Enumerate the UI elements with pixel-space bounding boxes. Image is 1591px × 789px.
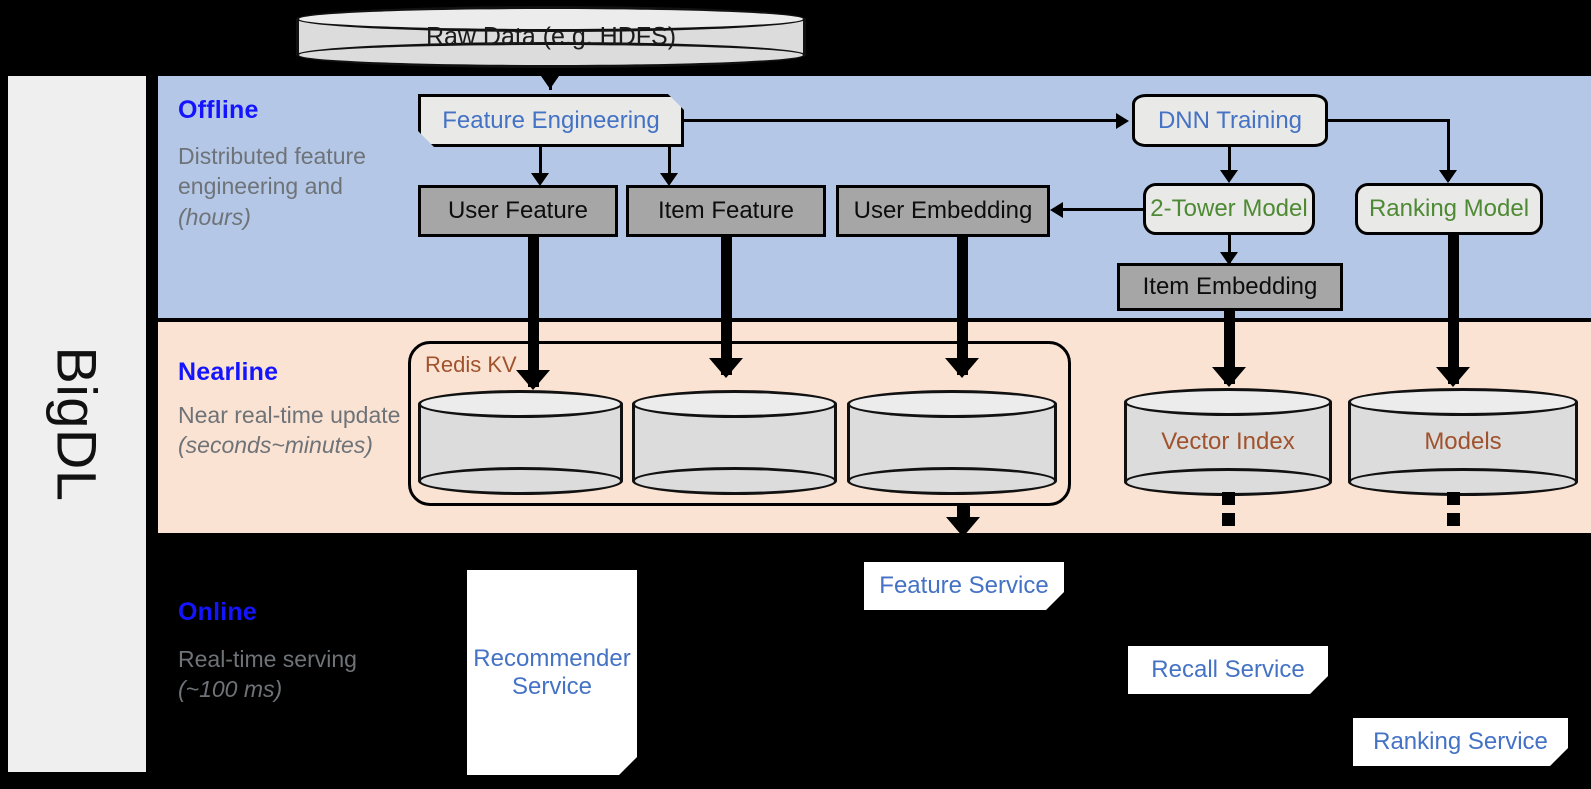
pipe-userfeature-to-store: [528, 237, 539, 387]
arrowhead-itemfeature-to-store: [709, 358, 743, 378]
vector-index-cylinder[interactable]: Vector Index: [1124, 388, 1332, 496]
pipe-rankingmodel-to-models: [1448, 235, 1459, 384]
recall-service-label: Recall Service: [1151, 656, 1305, 683]
user-feature-store-cylinder[interactable]: [418, 390, 623, 495]
dnn-training-label: DNN Training: [1157, 106, 1303, 134]
page-fold-icon: [1550, 748, 1568, 766]
user-embedding-label: User Embedding: [853, 197, 1033, 224]
arrowhead-userembedding-to-store: [945, 358, 979, 378]
bigdl-label: BigDL: [45, 346, 109, 502]
feature-service-node[interactable]: Feature Service: [864, 562, 1064, 610]
feature-engineering-node[interactable]: Feature Engineering: [418, 94, 684, 147]
raw-data-label: Raw Data (e.g. HDFS): [425, 22, 677, 51]
page-fold-icon: [1310, 676, 1328, 694]
item-embedding-label: Item Embedding: [1142, 273, 1318, 300]
connector-fe-to-dnn: [684, 119, 1116, 122]
connector-twotower-to-itemembedding: [1228, 235, 1231, 263]
cylinder-top: [418, 390, 623, 418]
ranking-model-node[interactable]: Ranking Model: [1355, 183, 1543, 235]
item-feature-label: Item Feature: [657, 197, 795, 224]
user-embedding-store-cylinder[interactable]: [847, 390, 1057, 495]
cylinder-top: [1348, 388, 1578, 416]
page-fold-icon: [619, 757, 637, 775]
raw-data-cylinder: Raw Data (e.g. HDFS): [296, 6, 806, 68]
cylinder-top: [296, 6, 806, 32]
item-embedding-node[interactable]: Item Embedding: [1117, 263, 1343, 311]
vector-index-label: Vector Index: [1161, 428, 1295, 455]
cylinder-bottom: [296, 42, 806, 68]
two-tower-model-node[interactable]: 2-Tower Model: [1143, 183, 1315, 235]
user-feature-label: User Feature: [447, 197, 589, 224]
stub-redis-to-featureservice: [957, 504, 970, 517]
connector-dnn-to-ranking-v: [1447, 119, 1450, 181]
cylinder-top: [1124, 388, 1332, 416]
online-subtitle-text: Real-time serving: [178, 646, 357, 672]
two-tower-model-label: 2-Tower Model: [1150, 195, 1308, 222]
offline-subtitle-text: Distributed feature engineering and: [178, 143, 366, 200]
arrowhead-fe-to-userfeature: [531, 173, 549, 186]
cylinder-bottom: [847, 467, 1057, 495]
arrowhead-twotower-to-itemembedding: [1220, 252, 1238, 265]
dashed-stub-vectorindex-2: [1222, 513, 1235, 526]
connector-twotower-to-userembedding: [1063, 208, 1145, 211]
online-band-subtitle: Real-time serving (~100 ms): [178, 644, 413, 705]
dnn-training-node[interactable]: DNN Training: [1132, 94, 1328, 147]
cylinder-bottom: [632, 467, 837, 495]
ranking-model-label: Ranking Model: [1368, 195, 1530, 222]
arrowhead-fe-to-dnn: [1116, 113, 1129, 129]
offline-subtitle-emphasis: (hours): [178, 203, 251, 230]
cylinder-top: [847, 390, 1057, 418]
arrowhead-redis-to-featureservice: [946, 517, 980, 537]
redis-kv-label: Redis KV: [425, 352, 517, 377]
connector-fe-to-userfeature: [539, 147, 542, 181]
item-feature-store-cylinder[interactable]: [632, 390, 837, 495]
feature-engineering-label: Feature Engineering: [442, 106, 660, 134]
ranking-service-node[interactable]: Ranking Service: [1353, 718, 1568, 766]
pipe-userembedding-to-store: [957, 237, 968, 375]
arrowhead-itemembedding-to-vectorindex: [1212, 367, 1246, 387]
redis-kv-container: [408, 341, 1071, 506]
arrowhead-rawdata-to-fe: [541, 76, 559, 89]
nearline-subtitle-emphasis: (seconds~minutes): [178, 432, 373, 459]
arrowhead-dnn-to-twotower: [1220, 170, 1238, 183]
nearline-band-subtitle: Near real-time update (seconds~minutes): [178, 400, 418, 461]
connector-dnn-to-ranking-h: [1328, 119, 1450, 122]
nearline-subtitle-text: Near real-time update: [178, 402, 401, 428]
arrowhead-rankingmodel-to-models: [1436, 367, 1470, 387]
online-band-title: Online: [178, 598, 257, 626]
arrowhead-twotower-to-userembedding: [1050, 202, 1063, 218]
user-embedding-node[interactable]: User Embedding: [836, 185, 1050, 237]
pipe-itemfeature-to-store: [721, 237, 732, 375]
dashed-stub-models-1: [1447, 492, 1460, 505]
arrowhead-userfeature-to-store: [516, 370, 550, 390]
cylinder-top: [632, 390, 837, 418]
recall-service-node[interactable]: Recall Service: [1128, 646, 1328, 694]
arrowhead-fe-to-itemfeature: [660, 173, 678, 186]
feature-service-label: Feature Service: [879, 572, 1049, 599]
dashed-stub-vectorindex-1: [1222, 492, 1235, 505]
cylinder-bottom: [418, 467, 623, 495]
bigdl-rail: BigDL: [8, 76, 146, 772]
offline-band-title: Offline: [178, 96, 259, 124]
online-subtitle-emphasis: (~100 ms): [178, 676, 283, 703]
recommender-service-label: Recommender Service: [473, 644, 631, 700]
connector-fe-to-itemfeature: [668, 147, 671, 181]
ranking-service-label: Ranking Service: [1373, 728, 1548, 755]
arrowhead-dnn-to-ranking: [1439, 170, 1457, 183]
item-feature-node[interactable]: Item Feature: [626, 185, 826, 237]
recommender-service-node[interactable]: Recommender Service: [467, 570, 637, 775]
connector-dnn-to-twotower: [1228, 147, 1231, 179]
offline-band-subtitle: Distributed feature engineering and (hou…: [178, 141, 393, 232]
nearline-band-title: Nearline: [178, 358, 279, 386]
user-feature-node[interactable]: User Feature: [418, 185, 618, 237]
models-label: Models: [1424, 428, 1502, 455]
dashed-stub-models-2: [1447, 513, 1460, 526]
pipe-itemembedding-to-vectorindex: [1224, 311, 1235, 384]
cylinder-bottom: [1348, 468, 1578, 496]
models-cylinder[interactable]: Models: [1348, 388, 1578, 496]
